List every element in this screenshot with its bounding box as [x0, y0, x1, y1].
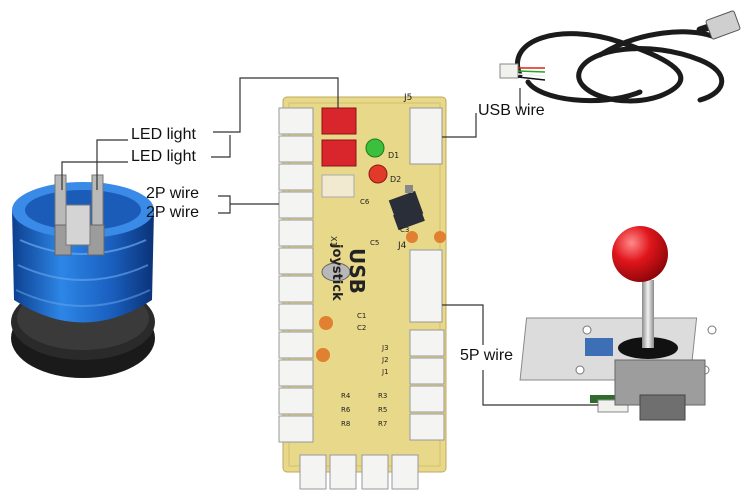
usb-board-connector — [409, 107, 443, 165]
silk-c5: C5 — [370, 239, 379, 247]
board-title: USB — [345, 248, 369, 294]
silk-r6: R6 — [341, 406, 351, 414]
board-subtitle: joystick — [329, 243, 344, 301]
right-connector-column — [409, 329, 445, 441]
silk-j2: J2 — [381, 356, 389, 364]
silk-j1: J1 — [381, 368, 389, 376]
silk-r3: R3 — [378, 392, 387, 400]
left-connector-column — [278, 107, 314, 443]
arcade-button-image — [11, 174, 155, 378]
joystick-image — [519, 226, 717, 421]
silk-j3: J3 — [381, 344, 389, 352]
silk-d2: D2 — [390, 175, 401, 184]
usb-wire-label: USB wire — [478, 102, 545, 119]
silk-r7: R7 — [378, 420, 387, 428]
silk-j5: J5 — [403, 93, 412, 103]
joystick-board-connector — [409, 249, 443, 323]
silk-j4: J4 — [397, 241, 407, 251]
silk-r4: R4 — [341, 392, 351, 400]
usb-cable-connector — [499, 63, 519, 79]
silk-c2: C2 — [357, 324, 366, 332]
5p-wire-label: 5P wire — [460, 347, 514, 364]
silk-c1: C1 — [357, 312, 366, 320]
silk-x1: X1 — [329, 236, 338, 247]
bottom-connector-row — [299, 454, 419, 490]
pcb-components — [316, 138, 446, 362]
2p-wire-label-2: 2P wire — [146, 204, 200, 221]
led-light-label-2: LED light — [131, 148, 196, 165]
silk-d1: D1 — [388, 151, 399, 160]
silk-c3: C3 — [400, 226, 409, 234]
usb-plug — [705, 10, 741, 40]
usb-cable-image — [515, 21, 725, 104]
silk-c6: C6 — [360, 198, 370, 206]
silk-r8: R8 — [341, 420, 350, 428]
2p-wire-label-1: 2P wire — [146, 185, 200, 202]
silk-r5: R5 — [378, 406, 387, 414]
led-light-label-1: LED light — [131, 126, 196, 143]
usb-cable-wires — [517, 67, 546, 81]
callout-lines — [61, 77, 598, 406]
red-led-connectors — [321, 107, 357, 167]
